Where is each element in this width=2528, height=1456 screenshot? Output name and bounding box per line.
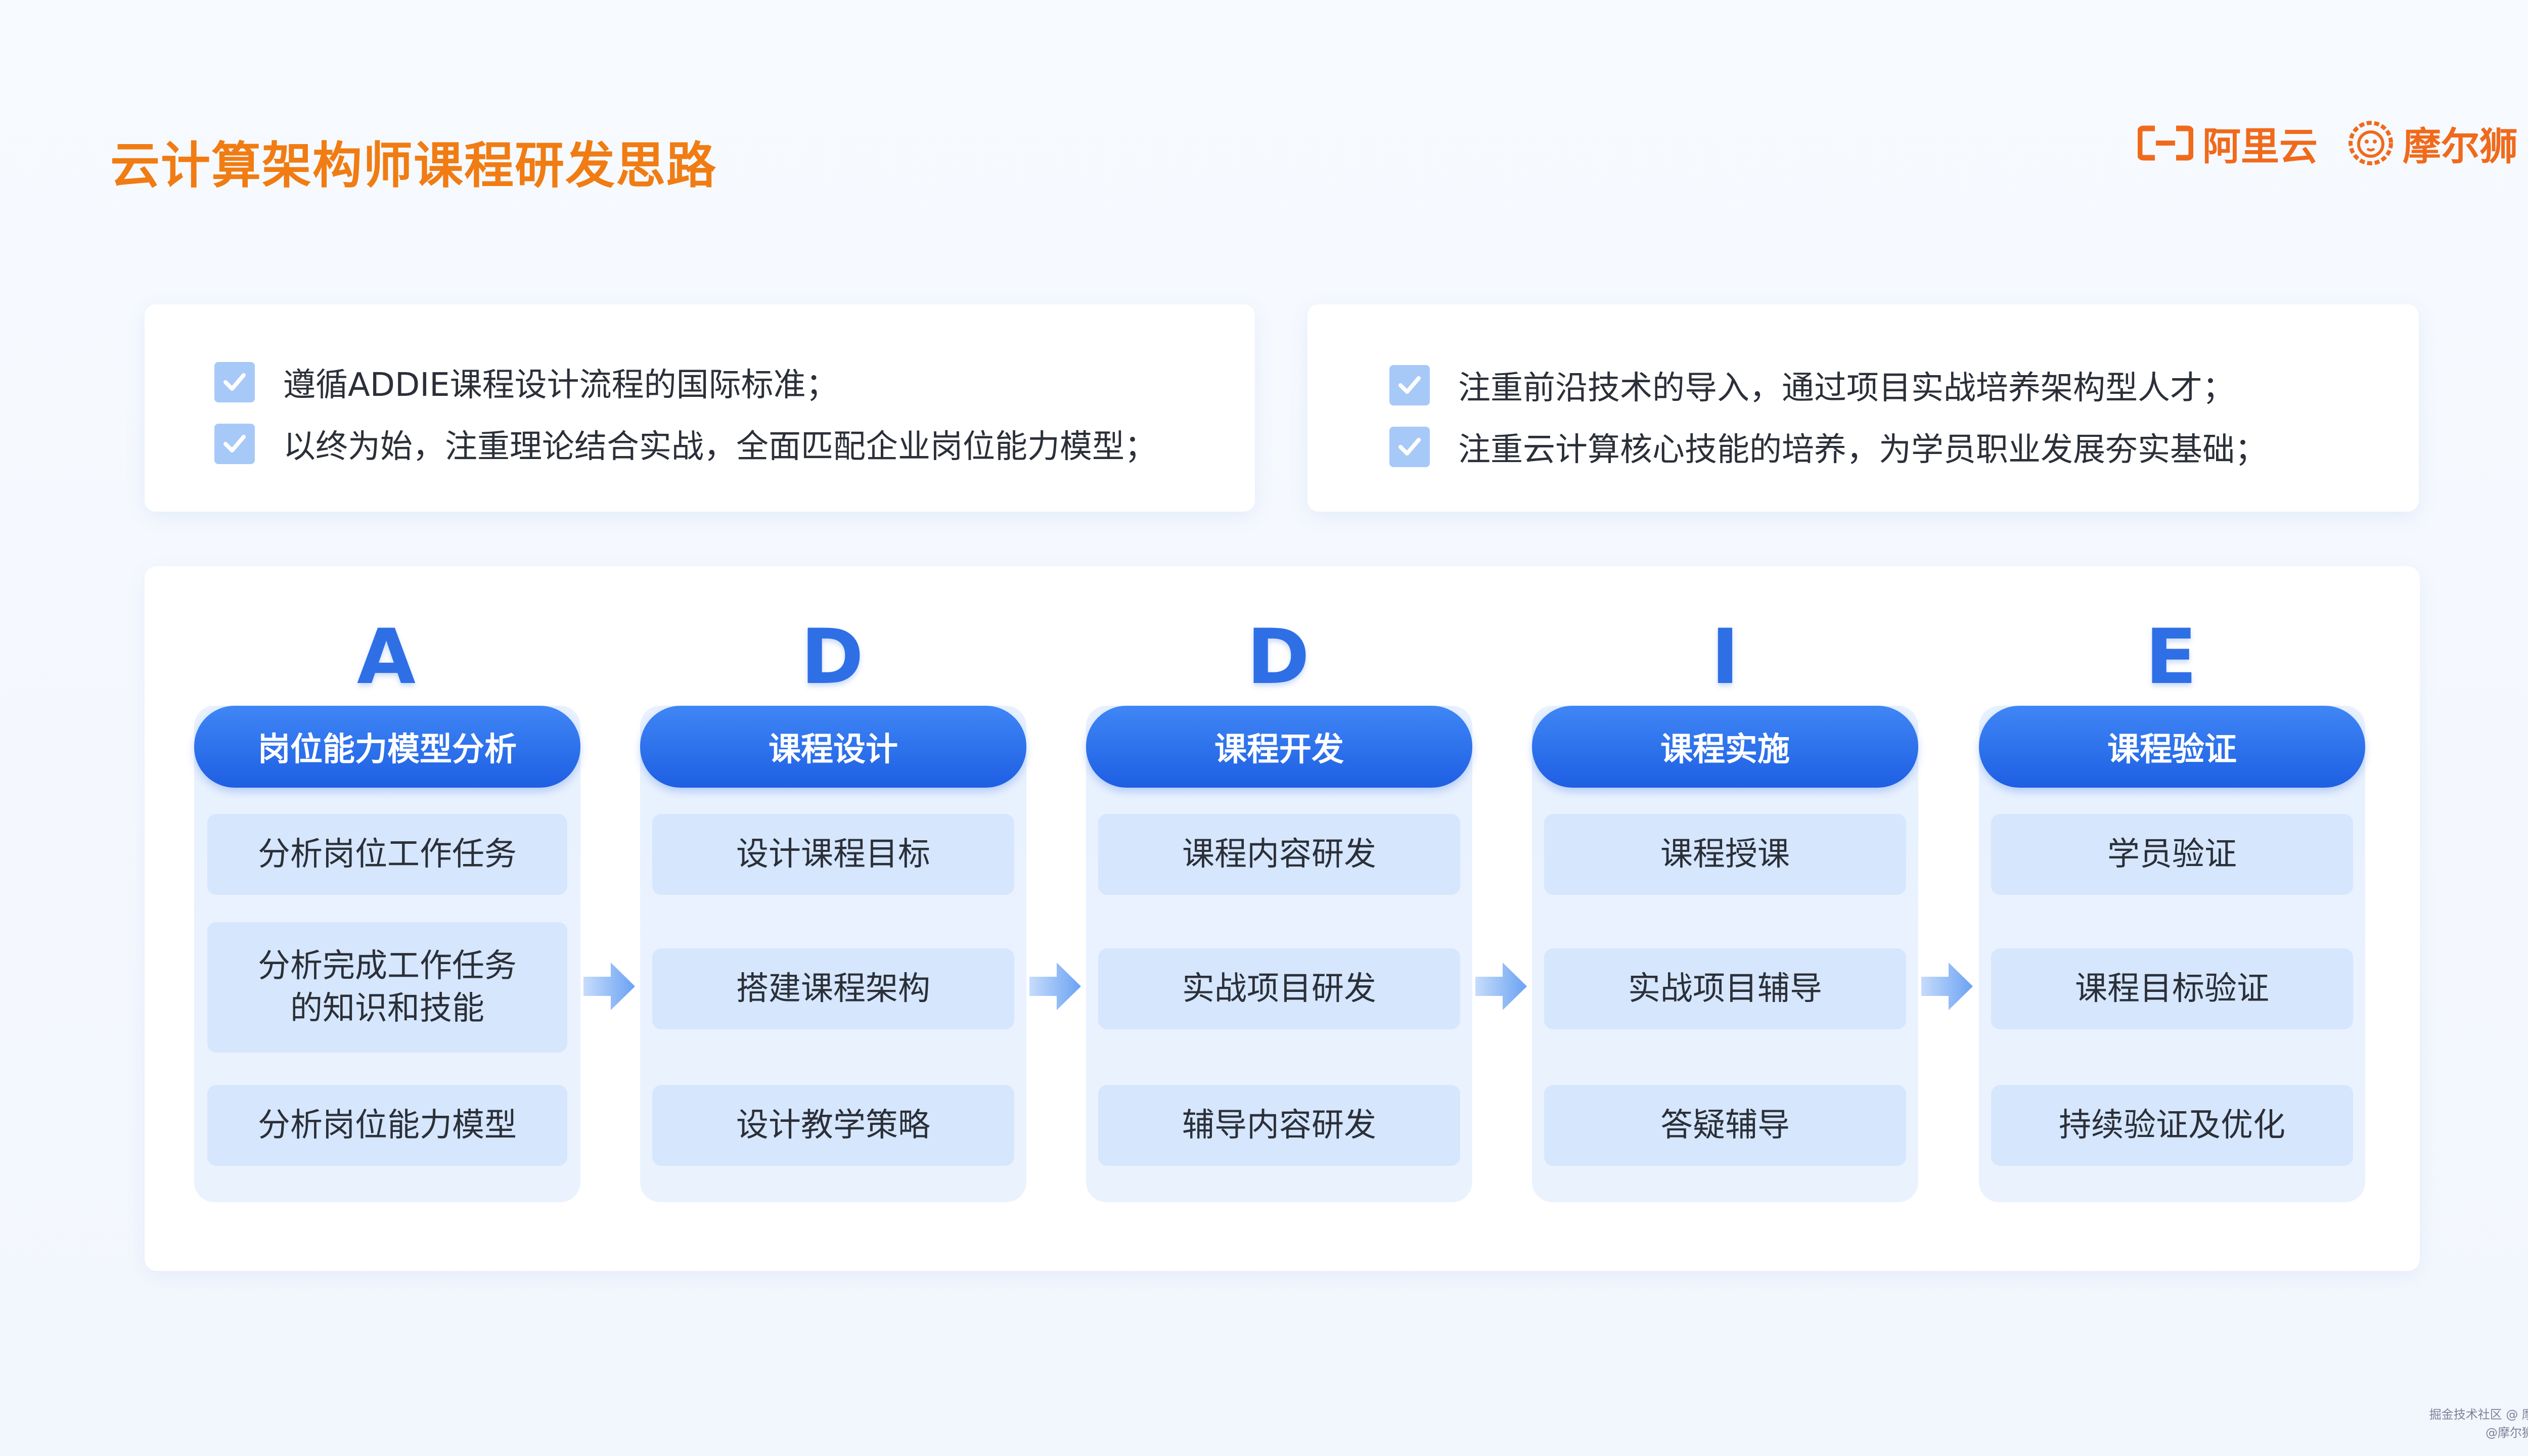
point-item: 注重前沿技术的导入，通过项目实战培养架构型人才； bbox=[1389, 362, 2235, 408]
arrow-right-icon bbox=[583, 963, 635, 1010]
phase-item: 持续验证及优化 bbox=[1991, 1085, 2353, 1166]
phase-item: 分析完成工作任务 的知识和技能 bbox=[207, 922, 567, 1053]
principles-card-right: 注重前沿技术的导入，通过项目实战培养架构型人才； 注重云计算核心技能的培养，为学… bbox=[1307, 304, 2419, 512]
phase-column-design: 课程设计 设计课程目标 搭建课程架构 设计教学策略 bbox=[640, 706, 1026, 1202]
phase-column-implementation: 课程实施 课程授课 实战项目辅导 答疑辅导 bbox=[1532, 706, 1918, 1202]
phase-item: 辅导内容研发 bbox=[1098, 1085, 1460, 1166]
point-text: 注重云计算核心技能的培养，为学员职业发展夯实基础； bbox=[1458, 431, 2267, 469]
phase-item: 设计教学策略 bbox=[652, 1085, 1014, 1166]
phase-letter-d1: D bbox=[800, 613, 864, 701]
aliyun-bracket-icon bbox=[2138, 125, 2193, 161]
phase-column-development: 课程开发 课程内容研发 实战项目研发 辅导内容研发 bbox=[1086, 706, 1472, 1202]
phase-item: 设计课程目标 bbox=[652, 814, 1014, 895]
watermark: 掘金技术社区 @ 摩尔狮 @摩尔狮教育 bbox=[2429, 1405, 2528, 1442]
phase-column-analysis: 岗位能力模型分析 分析岗位工作任务 分析完成工作任务 的知识和技能 分析岗位能力… bbox=[194, 706, 580, 1202]
aliyun-logo-text: 阿里云 bbox=[2202, 124, 2318, 169]
point-text: 注重前沿技术的导入，通过项目实战培养架构型人才； bbox=[1458, 370, 2235, 407]
point-text: 以终为始，注重理论结合实战，全面匹配企业岗位能力模型； bbox=[283, 428, 1157, 466]
checkbox-icon bbox=[214, 362, 255, 402]
mors-logo-text: 摩尔狮 bbox=[2403, 124, 2518, 169]
phase-letter-a: A bbox=[356, 613, 416, 701]
phase-item: 搭建课程架构 bbox=[652, 948, 1014, 1029]
checkbox-icon bbox=[1389, 365, 1430, 405]
aliyun-logo: 阿里云 bbox=[2138, 115, 2318, 171]
mors-logo: 摩尔狮 bbox=[2348, 115, 2518, 171]
arrow-right-icon bbox=[1921, 963, 1973, 1010]
checkbox-icon bbox=[1389, 427, 1430, 467]
phase-item: 实战项目辅导 bbox=[1544, 948, 1906, 1029]
arrow-right-icon bbox=[1475, 963, 1527, 1010]
point-item: 遵循ADDIE课程设计流程的国际标准； bbox=[214, 359, 838, 405]
principles-card-left: 遵循ADDIE课程设计流程的国际标准； 以终为始，注重理论结合实战，全面匹配企业… bbox=[145, 304, 1255, 512]
point-item: 以终为始，注重理论结合实战，全面匹配企业岗位能力模型； bbox=[214, 421, 1157, 467]
phase-header: 课程验证 bbox=[1979, 706, 2365, 788]
phase-item: 分析岗位能力模型 bbox=[207, 1085, 567, 1166]
page-title: 云计算架构师课程研发思路 bbox=[110, 137, 717, 195]
point-item: 注重云计算核心技能的培养，为学员职业发展夯实基础； bbox=[1389, 424, 2267, 470]
checkbox-icon bbox=[214, 424, 255, 464]
phase-item: 分析岗位工作任务 bbox=[207, 814, 567, 895]
phase-header: 课程开发 bbox=[1086, 706, 1472, 788]
phase-item: 实战项目研发 bbox=[1098, 948, 1460, 1029]
phase-item: 学员验证 bbox=[1991, 814, 2353, 895]
lion-head-icon bbox=[2349, 121, 2393, 165]
phase-item: 课程授课 bbox=[1544, 814, 1906, 895]
phase-column-evaluation: 课程验证 学员验证 课程目标验证 持续验证及优化 bbox=[1979, 706, 2365, 1202]
phase-letter-i: I bbox=[1711, 613, 1739, 701]
phase-letter-d2: D bbox=[1246, 613, 1310, 701]
phase-header: 课程实施 bbox=[1532, 706, 1918, 788]
phase-item: 答疑辅导 bbox=[1544, 1085, 1906, 1166]
phase-letter-e: E bbox=[2145, 613, 2197, 701]
phase-header: 课程设计 bbox=[640, 706, 1026, 788]
watermark-line: 掘金技术社区 @ 摩尔狮 bbox=[2429, 1407, 2528, 1422]
watermark-line: @摩尔狮教育 bbox=[2486, 1426, 2528, 1440]
point-text: 遵循ADDIE课程设计流程的国际标准； bbox=[283, 367, 838, 404]
phase-item: 课程目标验证 bbox=[1991, 948, 2353, 1029]
phase-header: 岗位能力模型分析 bbox=[194, 706, 580, 788]
phase-item: 课程内容研发 bbox=[1098, 814, 1460, 895]
arrow-right-icon bbox=[1029, 963, 1081, 1010]
